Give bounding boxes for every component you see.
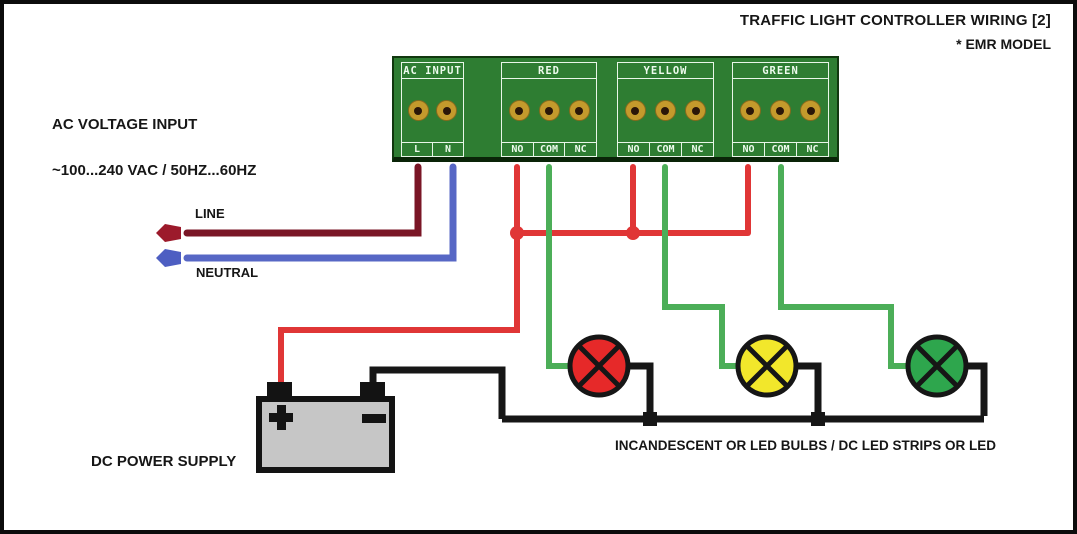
battery-positive-terminal <box>267 382 292 397</box>
plus-symbol <box>277 405 286 430</box>
terminal-labels: NO COM NC <box>733 142 828 156</box>
section-header: RED <box>502 63 596 79</box>
terminal-pin <box>442 106 451 115</box>
neutral-wire <box>183 163 457 262</box>
terminal-hole <box>568 100 590 121</box>
red-junction-dot <box>510 226 524 240</box>
terminal-hole <box>654 100 676 121</box>
wiring-canvas <box>156 163 988 426</box>
line-wire <box>183 163 422 237</box>
yellow-bulb-return-wire <box>798 362 822 419</box>
terminal-pin <box>631 106 640 115</box>
ac-input-section: AC INPUT L N <box>401 62 464 157</box>
terminal-hole <box>769 100 791 121</box>
terminal-holes <box>502 79 596 142</box>
black-junction-node <box>643 412 657 426</box>
terminal-label: N <box>432 143 463 156</box>
red-no-to-battery-wire <box>278 164 520 389</box>
terminal-hole <box>685 100 707 121</box>
terminal-label: NC <box>564 143 596 156</box>
green-bulb <box>905 334 969 398</box>
yellow-relay-section: YELLOW NO COM NC <box>617 62 714 157</box>
green-bulb-return-wire <box>967 362 988 416</box>
section-header: YELLOW <box>618 63 713 79</box>
terminal-labels: L N <box>402 142 463 156</box>
neutral-label: NEUTRAL <box>196 265 259 280</box>
dc-power-supply-label: DC POWER SUPPLY <box>91 453 237 470</box>
black-junction-node <box>811 412 825 426</box>
terminal-hole <box>407 100 429 121</box>
terminal-hole <box>538 100 560 121</box>
line-label: LINE <box>195 206 225 221</box>
terminal-labels: NO COM NC <box>502 142 596 156</box>
terminal-label: NO <box>511 144 524 155</box>
terminal-pin <box>691 106 700 115</box>
bulbs-note: INCANDESCENT OR LED BULBS / DC LED STRIP… <box>615 438 997 453</box>
terminal-labels: NO COM NC <box>618 142 713 156</box>
terminal-pin <box>806 106 815 115</box>
terminal-label: NO <box>627 144 640 155</box>
terminal-holes <box>618 79 713 142</box>
ac-voltage-note: AC VOLTAGE INPUT ~100...240 VAC / 50HZ..… <box>52 113 256 182</box>
terminal-label: NO <box>742 144 755 155</box>
terminal-holes <box>733 79 828 142</box>
section-header: GREEN <box>733 63 828 79</box>
terminal-label: L <box>413 144 421 155</box>
ac-voltage-line2: ~100...240 VAC / 50HZ...60HZ <box>52 162 257 179</box>
terminal-pin <box>661 106 670 115</box>
ac-voltage-line1: AC VOLTAGE INPUT <box>52 116 198 133</box>
battery-negative-wire <box>369 366 506 419</box>
terminal-pin <box>746 106 755 115</box>
terminal-label: NC <box>796 143 828 156</box>
terminal-hole <box>436 100 458 121</box>
minus-symbol <box>362 414 386 423</box>
green-com-wire <box>778 164 910 369</box>
battery-negative-terminal <box>360 382 385 397</box>
terminal-hole <box>624 100 646 121</box>
terminal-pin <box>776 106 785 115</box>
red-junction-dot <box>626 226 640 240</box>
section-header: AC INPUT <box>402 63 463 79</box>
controller-terminal-board: AC INPUT L N RED NO COM NC <box>392 56 839 162</box>
red-bulb-return-wire <box>630 362 654 419</box>
diagram-subtitle: * EMR MODEL <box>956 36 1051 52</box>
red-relay-section: RED NO COM NC <box>501 62 597 157</box>
terminal-label: COM <box>532 143 565 156</box>
yellow-com-wire <box>662 164 740 369</box>
diagram-title: TRAFFIC LIGHT CONTROLLER WIRING [2] <box>739 12 1051 29</box>
yellow-bulb <box>735 334 799 398</box>
red-com-wire <box>546 164 572 369</box>
terminal-pin <box>575 106 583 115</box>
neutral-arrow-icon <box>156 249 181 267</box>
line-arrow-icon <box>156 224 181 242</box>
terminal-hole <box>508 100 530 121</box>
terminal-pin <box>414 106 423 115</box>
red-bulb <box>567 334 631 398</box>
terminal-label: COM <box>649 143 681 156</box>
terminal-pin <box>515 106 523 115</box>
terminal-pin <box>545 106 553 115</box>
green-relay-section: GREEN NO COM NC <box>732 62 829 157</box>
terminal-holes <box>402 79 463 142</box>
terminal-hole <box>739 100 761 121</box>
terminal-label: COM <box>764 143 796 156</box>
terminal-label: NC <box>681 143 713 156</box>
terminal-hole <box>800 100 822 121</box>
